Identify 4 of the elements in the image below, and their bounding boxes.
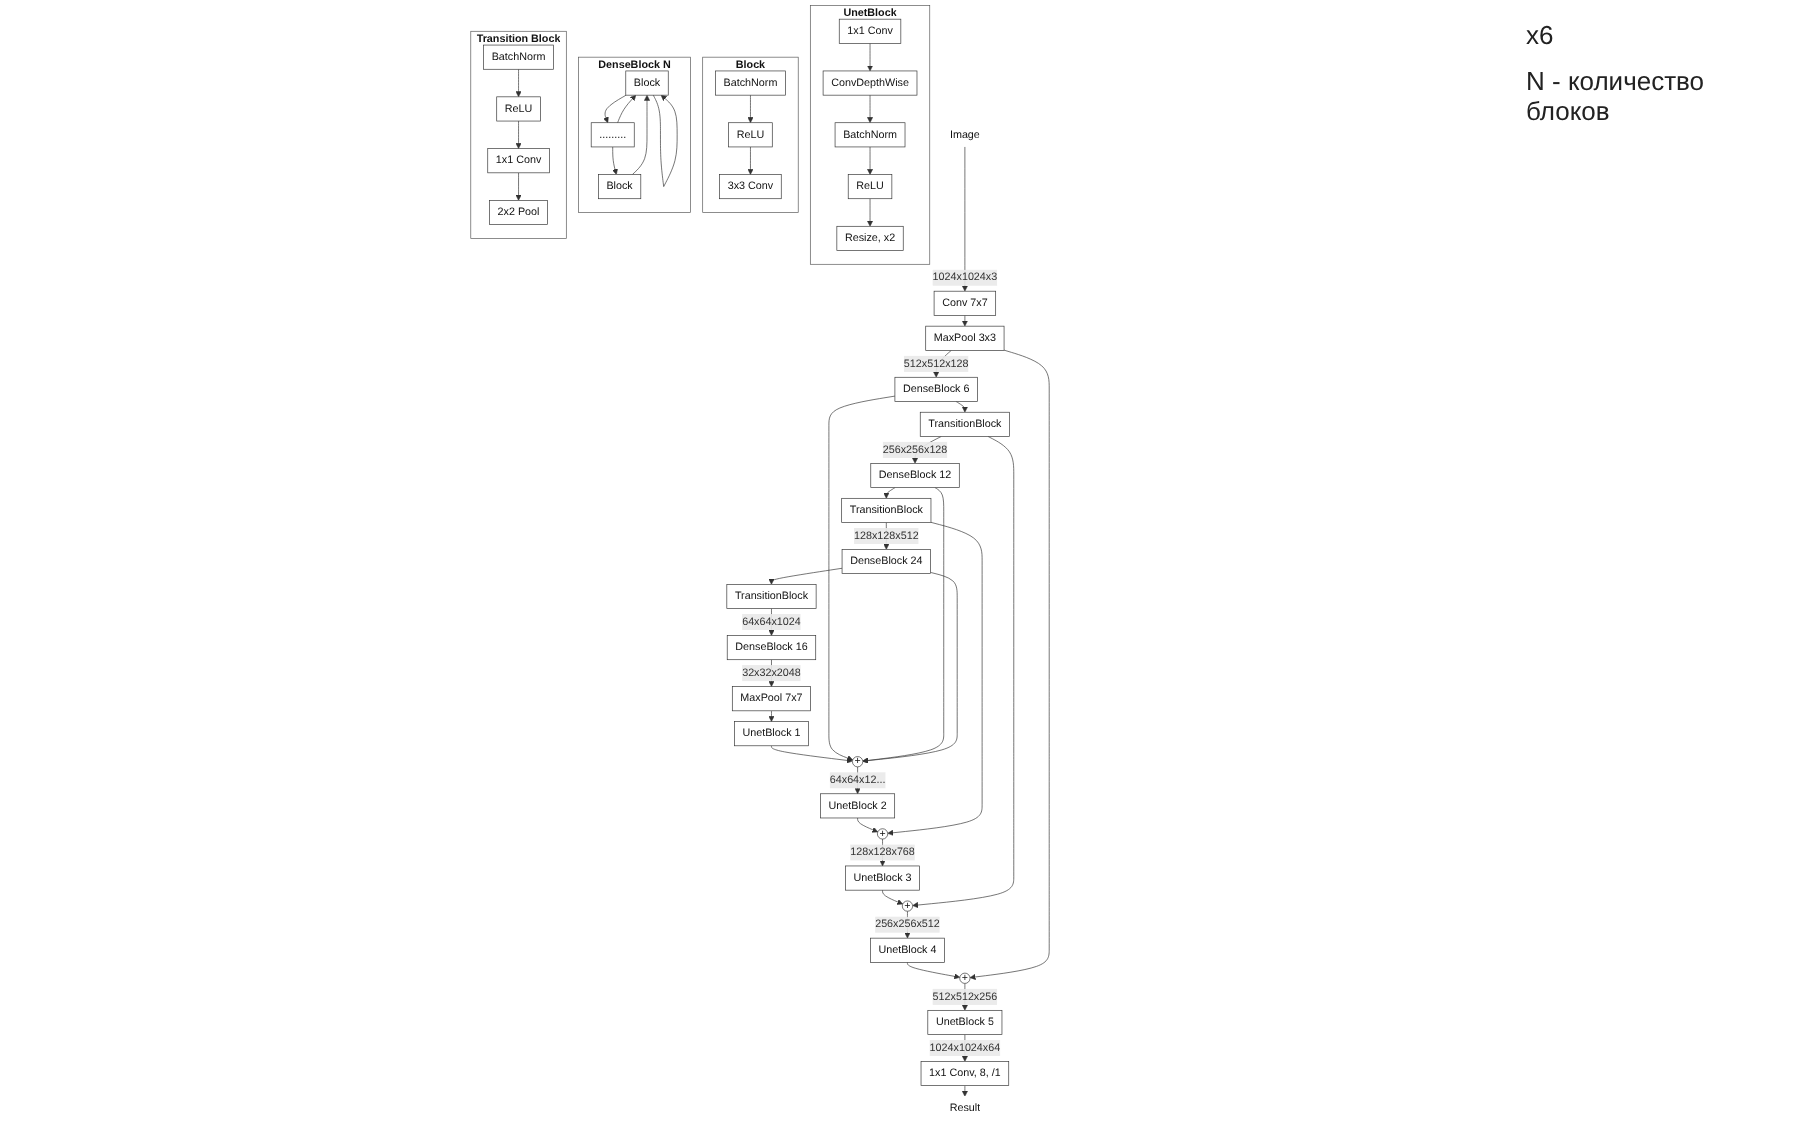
- arrow: [961, 1085, 968, 1097]
- note-text: x6: [1526, 20, 1556, 50]
- arrow: [961, 315, 968, 327]
- note-text: N - количество блоков: [1526, 66, 1707, 126]
